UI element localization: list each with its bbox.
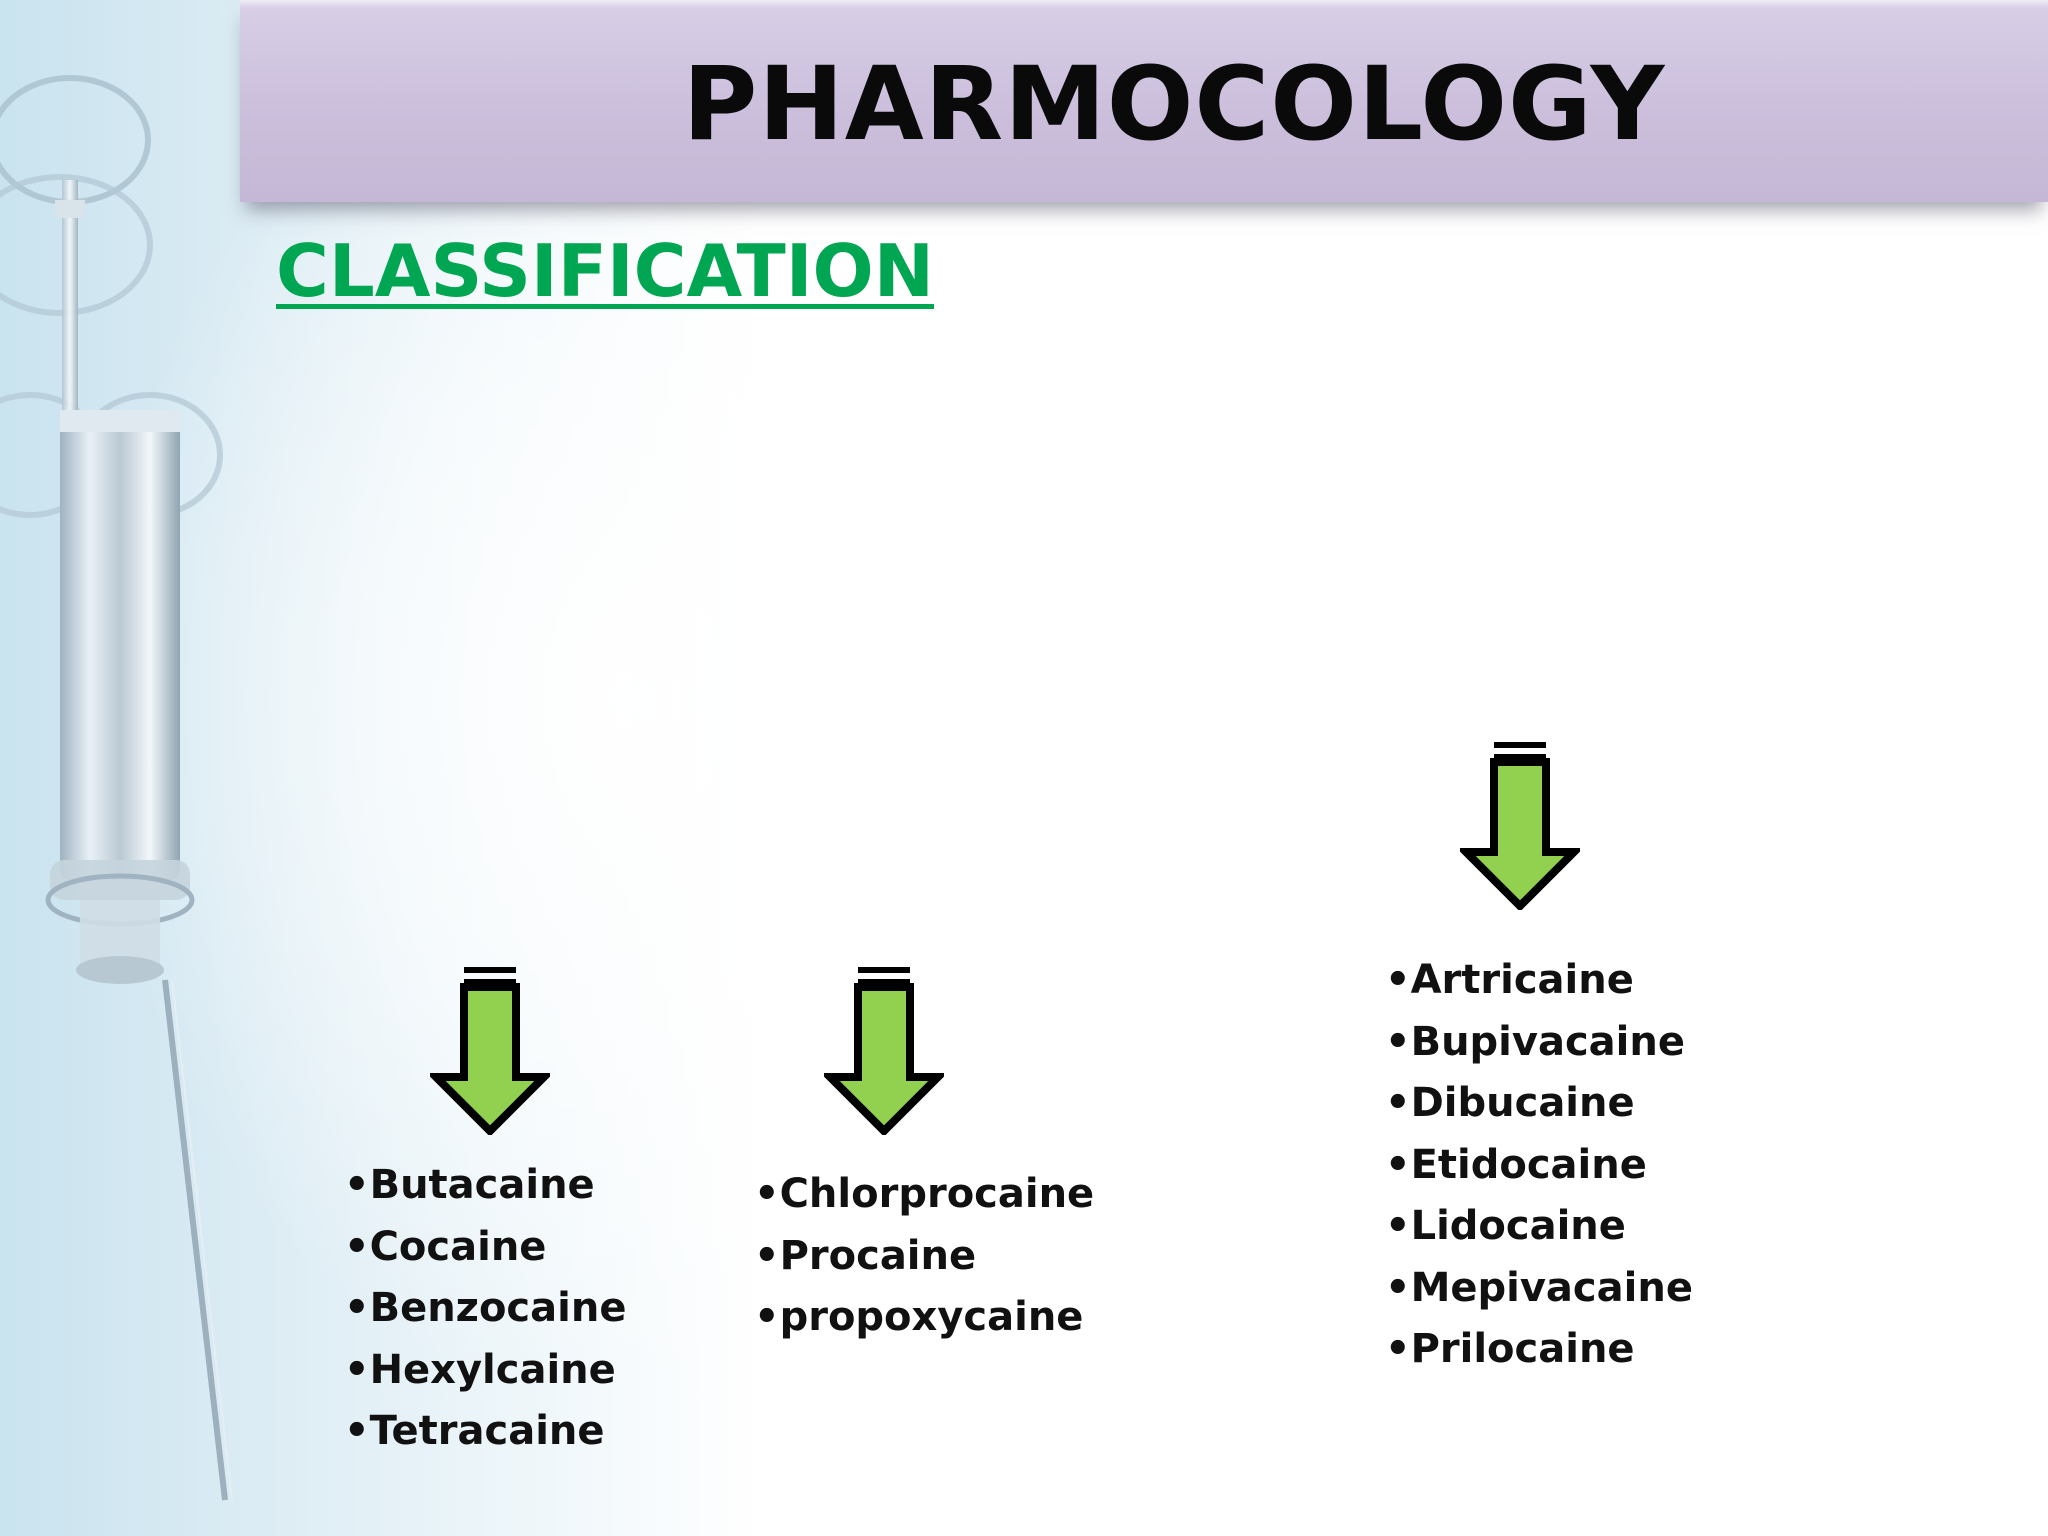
drug-list-group-3: Artricaine Bupivacaine Dibucaine Etidoca… — [1385, 950, 1693, 1381]
drug-list-group-2: Chlorprocaine Procaine propoxycaine — [754, 1164, 1095, 1349]
drug-item: Prilocaine — [1385, 1319, 1693, 1381]
drug-item: Lidocaine — [1385, 1196, 1693, 1258]
drug-item: Procaine — [754, 1226, 1094, 1288]
drug-item: Hexylcaine — [344, 1340, 626, 1402]
down-arrow-icon — [824, 967, 944, 1135]
title-banner: PHARMOCOLOGY — [240, 0, 2048, 202]
drug-item: Dibucaine — [1385, 1073, 1693, 1135]
drug-item: Artricaine — [1385, 950, 1693, 1012]
drug-item: propoxycaine — [754, 1287, 1094, 1349]
drug-item: Butacaine — [344, 1155, 626, 1217]
down-arrow-icon — [430, 967, 550, 1135]
section-heading: CLASSIFICATION — [276, 229, 935, 313]
drug-item: Benzocaine — [344, 1278, 627, 1340]
drug-item: Mepivacaine — [1385, 1258, 1693, 1320]
slide-title: PHARMOCOLOGY — [682, 45, 1666, 164]
down-arrow-icon — [1460, 742, 1580, 910]
drug-item: Cocaine — [344, 1217, 626, 1279]
drug-item: Bupivacaine — [1385, 1012, 1693, 1074]
drug-item: Chlorprocaine — [754, 1164, 1095, 1226]
syringe-illustration — [0, 75, 233, 1501]
drug-item: Etidocaine — [1385, 1135, 1693, 1197]
drug-item: Tetracaine — [344, 1401, 626, 1463]
drug-list-group-1: Butacaine Cocaine Benzocaine Hexylcaine … — [344, 1155, 627, 1463]
